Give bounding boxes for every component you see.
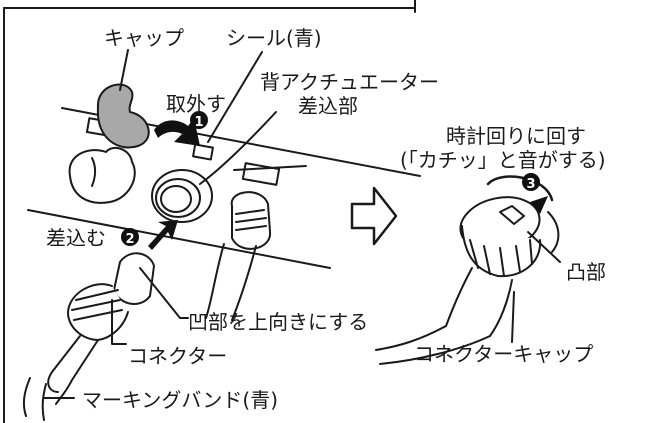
label-connector-cap: コネクターキャップ bbox=[414, 342, 594, 366]
cap-part bbox=[96, 83, 150, 149]
cable-sleeve bbox=[445, 267, 513, 337]
label-insert: 差込む bbox=[46, 226, 106, 250]
white-cap-knob bbox=[68, 146, 136, 204]
remove-arrow bbox=[154, 118, 200, 146]
connector-leader bbox=[111, 299, 127, 345]
actuator-port-inner bbox=[155, 178, 201, 218]
insert-arrow bbox=[148, 220, 178, 250]
label-rotate-line2: (「カチッ」と音がする) bbox=[400, 148, 606, 172]
seal-leader bbox=[207, 51, 263, 143]
marking-band-lines bbox=[22, 377, 47, 421]
label-connector: コネクター bbox=[128, 344, 228, 368]
connector-cap-ribs bbox=[469, 239, 533, 277]
step-badge-3 bbox=[522, 173, 540, 191]
label-rotate-line1: 時計回りに回す bbox=[446, 124, 586, 148]
label-back-actuator-line2: 差込部 bbox=[298, 94, 358, 118]
groove-leader bbox=[139, 267, 189, 319]
panel-bottom-edge bbox=[27, 209, 331, 269]
step-number-1: 1 bbox=[194, 115, 203, 130]
label-seal: シール(青) bbox=[226, 26, 322, 50]
actuator-port-core bbox=[160, 185, 192, 213]
label-marking-band: マーキングバンド(青) bbox=[82, 388, 279, 412]
step-number-2: 2 bbox=[125, 232, 134, 247]
right-cable bbox=[375, 325, 491, 365]
cap-leader bbox=[119, 49, 129, 91]
protrusion-key bbox=[499, 205, 525, 225]
rotate-arrow-arc bbox=[486, 175, 554, 202]
transition-arrow bbox=[350, 186, 398, 246]
label-protrusion: 凸部 bbox=[566, 260, 606, 284]
inserted-cable bbox=[205, 243, 257, 321]
rotate-arrowhead bbox=[530, 196, 548, 214]
label-cap: キャップ bbox=[104, 26, 184, 50]
step-badge-2 bbox=[121, 228, 139, 246]
panel-window bbox=[241, 162, 281, 186]
label-groove-up: 凹部を上向きにする bbox=[188, 310, 369, 334]
label-back-actuator: 背アクチュエーター 差込部 bbox=[246, 70, 486, 118]
step-number-3: 3 bbox=[526, 177, 535, 192]
knob-groove bbox=[91, 157, 96, 187]
port-leader bbox=[199, 111, 277, 185]
protrusion-leader bbox=[527, 231, 561, 263]
panel-socket-rim bbox=[547, 211, 560, 253]
seal-slot bbox=[192, 143, 214, 161]
step-badge-1 bbox=[190, 111, 208, 129]
connector-cable bbox=[47, 335, 99, 405]
label-back-actuator-line1: 背アクチュエーター bbox=[260, 70, 439, 94]
connector-cap-leader bbox=[511, 291, 515, 343]
label-remove: 取外す bbox=[166, 92, 226, 116]
inserted-connector-ribs bbox=[235, 209, 267, 231]
